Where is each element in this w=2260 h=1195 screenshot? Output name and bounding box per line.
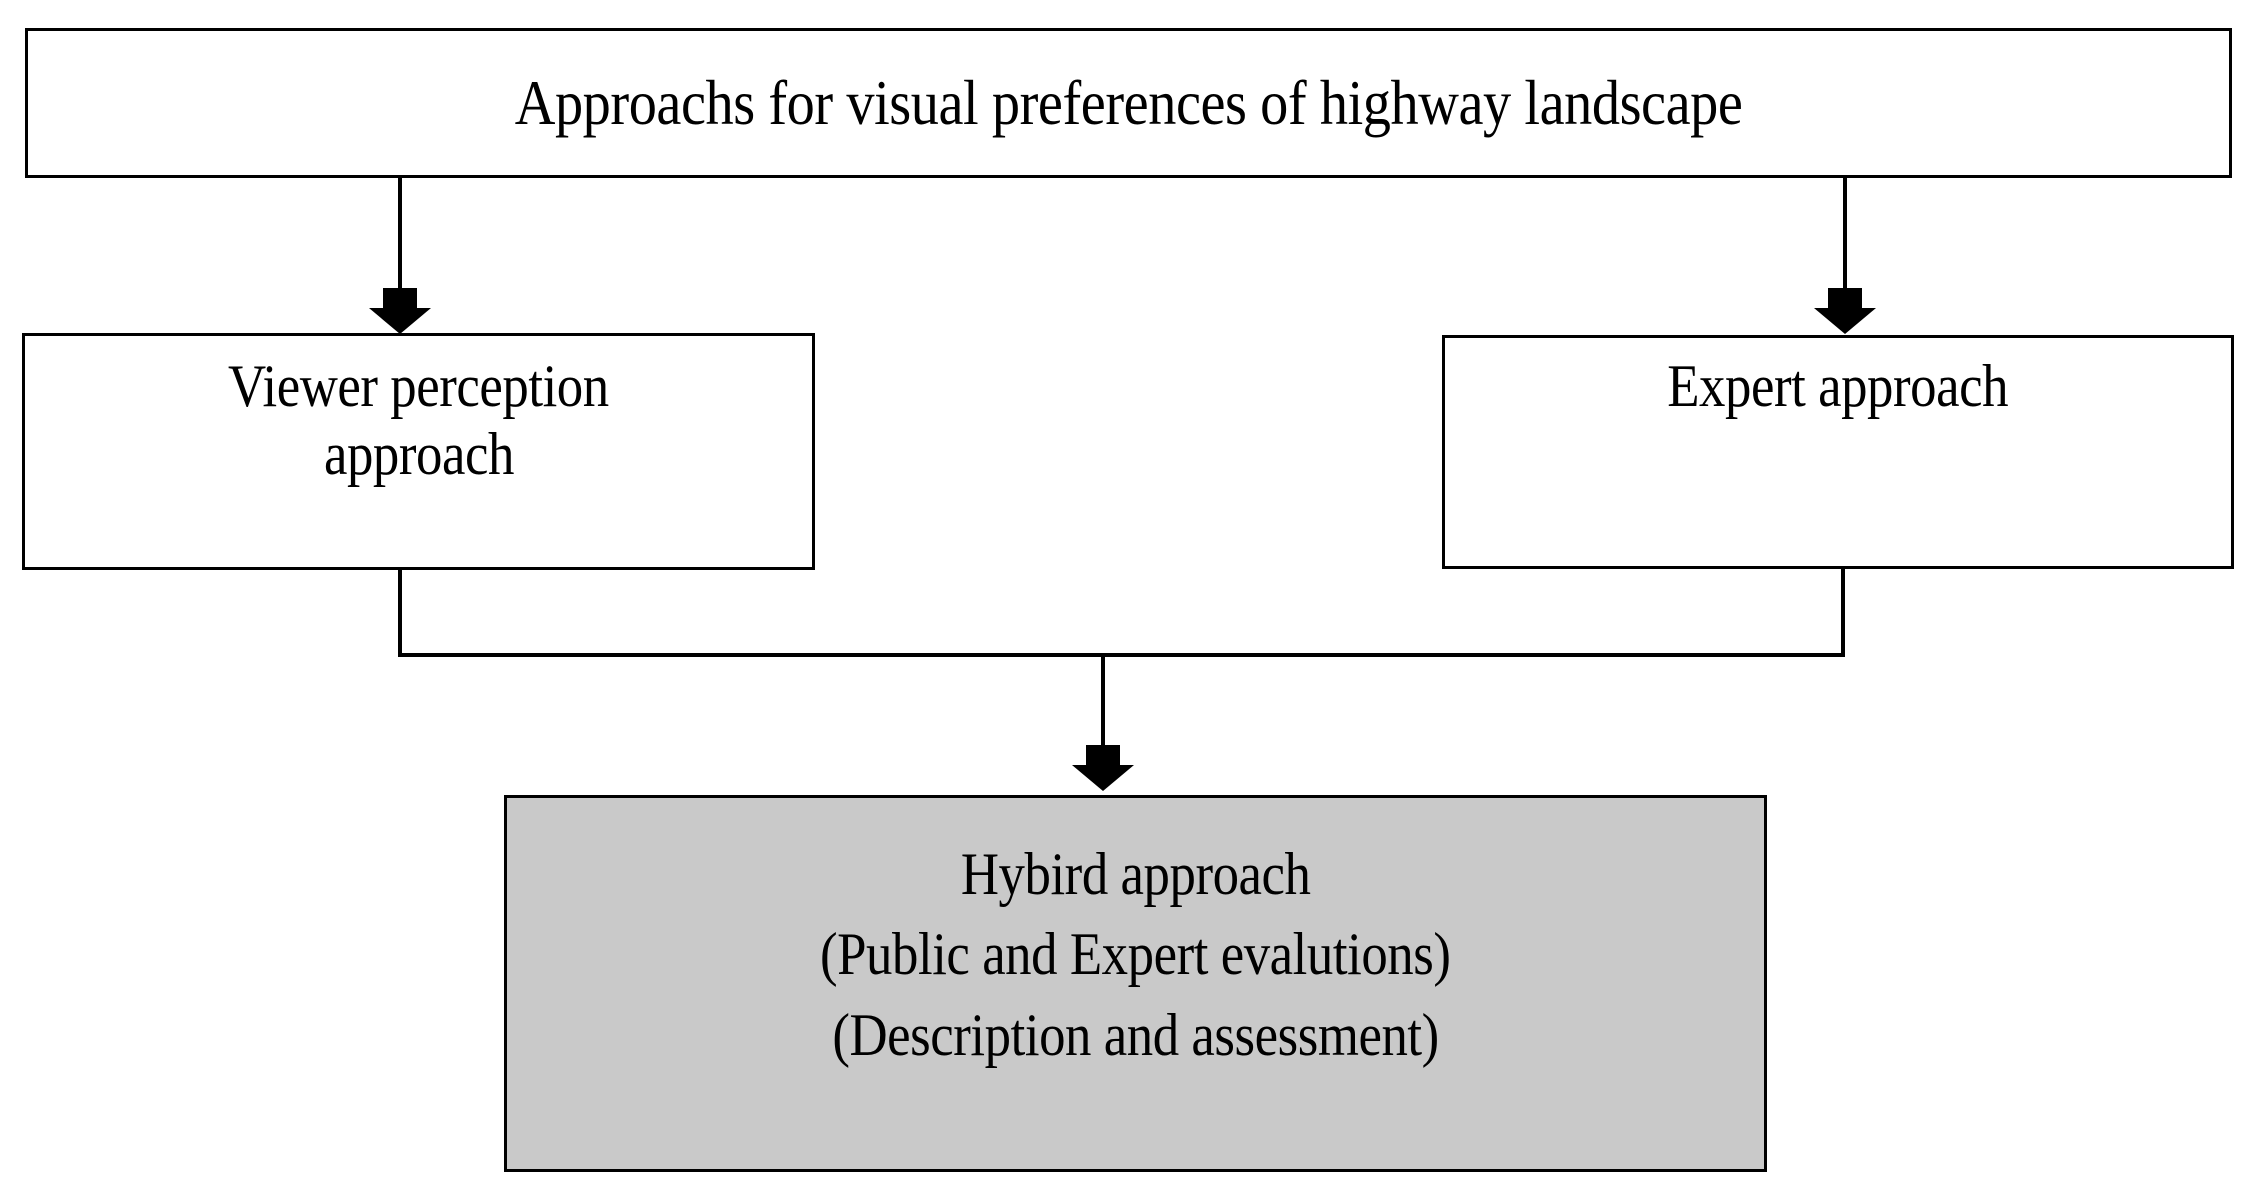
edge-merge-to-hybrid-stem (1101, 653, 1105, 749)
edge-root-to-expert-stem (1843, 178, 1847, 292)
node-expert-approach-line-1: Expert approach (1667, 353, 2009, 419)
node-hybird-approach[interactable]: Hybird approach (Public and Expert evalu… (504, 795, 1767, 1172)
edge-root-to-viewer-stem (398, 178, 402, 292)
node-approaches-root[interactable]: Approachs for visual preferences of high… (25, 28, 2232, 178)
edge-expert-to-merge-stem (1841, 568, 1845, 657)
node-viewer-perception-approach-line-2: approach (323, 421, 514, 488)
node-hybird-approach-line-1: Hybird approach (960, 841, 1311, 907)
node-expert-approach[interactable]: Expert approach (1442, 335, 2234, 569)
node-hybird-approach-line-3: (Description and assessment) (832, 1001, 1439, 1068)
edge-merge-bus (398, 653, 1845, 657)
node-viewer-perception-approach[interactable]: Viewer perception approach (22, 333, 815, 570)
node-approaches-root-line-1: Approachs for visual preferences of high… (514, 66, 1743, 138)
node-viewer-perception-approach-line-1: Viewer perception (228, 353, 609, 419)
node-hybird-approach-line-2: (Public and Expert evalutions) (820, 921, 1451, 988)
edge-viewer-to-merge-stem (398, 568, 402, 657)
